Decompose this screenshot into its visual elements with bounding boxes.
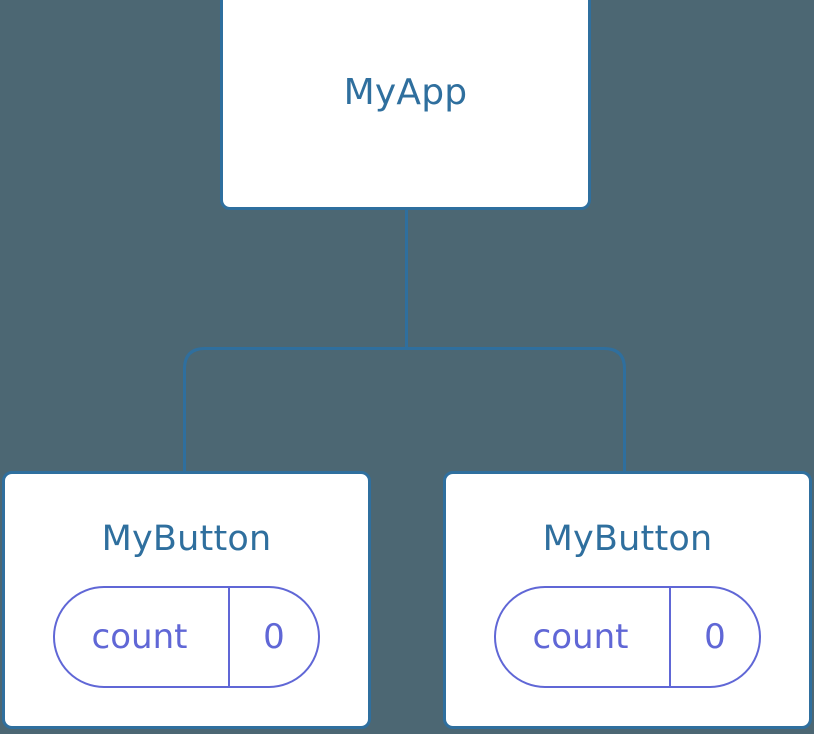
- state-divider: [228, 588, 230, 686]
- state-value: 0: [263, 617, 285, 657]
- state-key: count: [532, 617, 629, 657]
- edge-branch-left: [183, 347, 407, 471]
- state-pill-count[interactable]: count 0: [494, 586, 761, 688]
- edge-branch-right: [406, 347, 626, 471]
- node-title: MyApp: [343, 72, 468, 113]
- state-value: 0: [704, 617, 726, 657]
- node-title: MyButton: [542, 519, 713, 559]
- state-pill-count[interactable]: count 0: [53, 586, 320, 688]
- node-mybutton-2[interactable]: MyButton count 0: [443, 471, 812, 729]
- state-divider: [669, 588, 671, 686]
- state-key: count: [91, 617, 188, 657]
- node-myapp[interactable]: MyApp: [220, 0, 591, 210]
- node-mybutton-1[interactable]: MyButton count 0: [2, 471, 371, 729]
- node-title: MyButton: [101, 519, 272, 559]
